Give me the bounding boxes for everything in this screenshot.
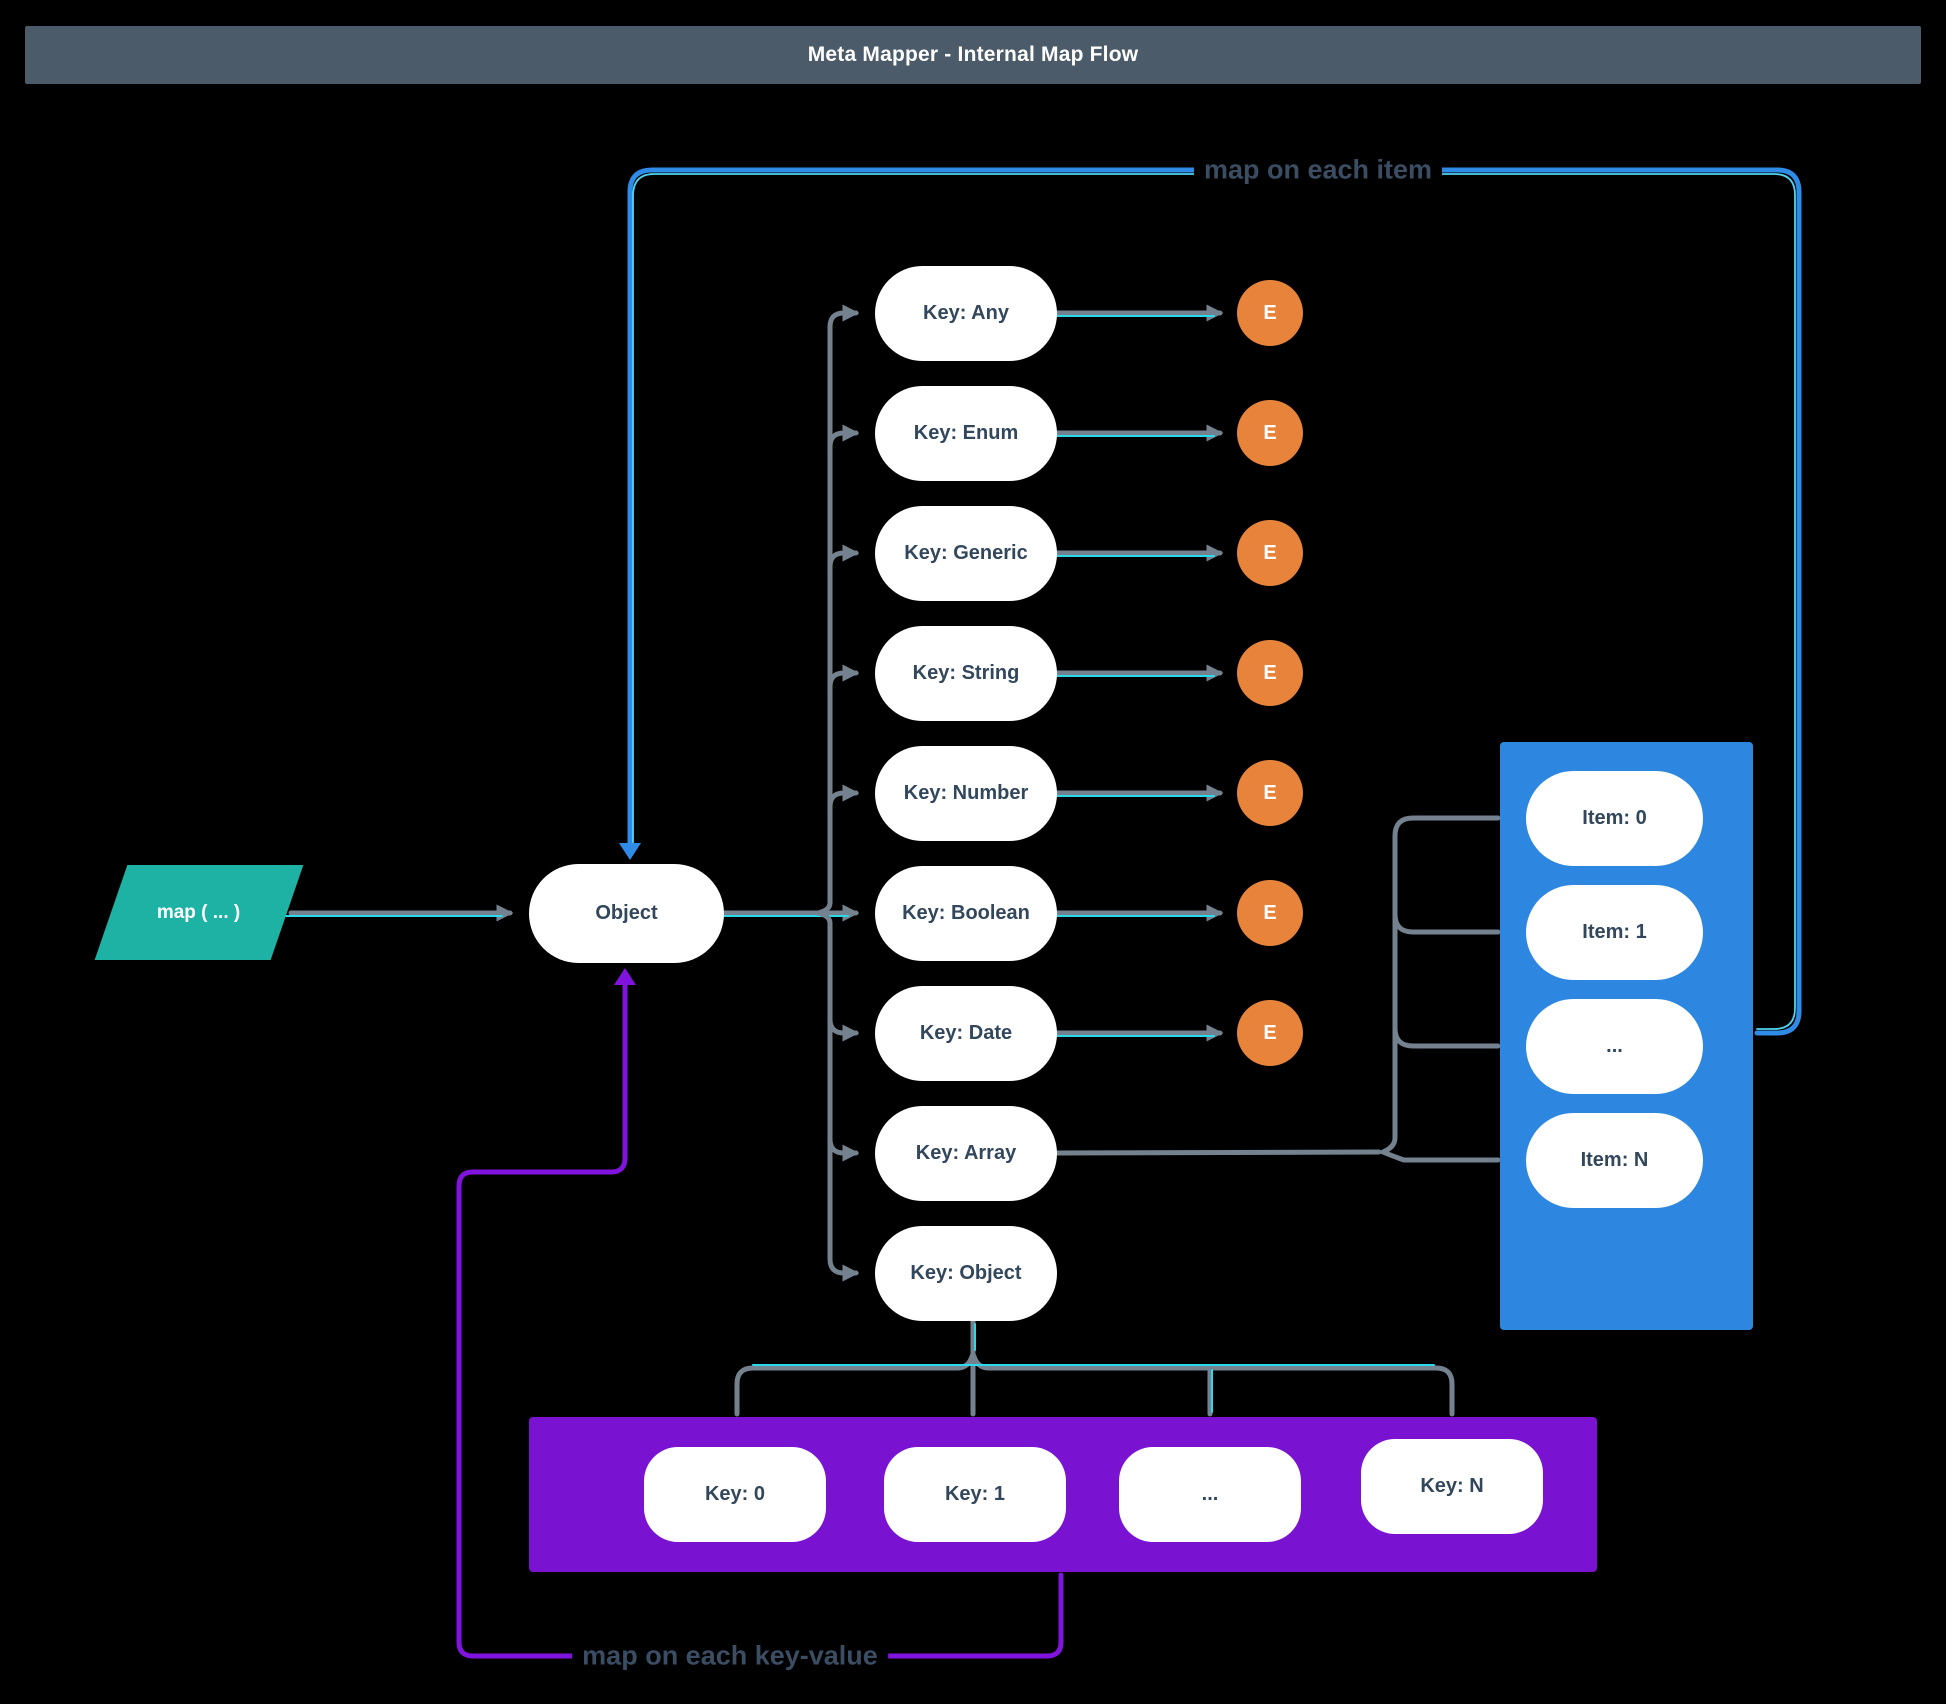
key-node-label: Key: Enum xyxy=(913,422,1019,444)
keyvalue-node-n[interactable]: Key: N xyxy=(1361,1439,1543,1534)
keyvalue-node-label: Key: 0 xyxy=(704,1483,766,1505)
keyvalue-loop-label: map on each key-value xyxy=(572,1638,888,1674)
keyvalue-node-1[interactable]: Key: 1 xyxy=(884,1447,1066,1542)
item-node-0[interactable]: Item: 0 xyxy=(1526,771,1703,866)
wire-array-items xyxy=(1054,1149,1382,1156)
key-stub-1 xyxy=(827,424,860,450)
item-node-1[interactable]: Item: 1 xyxy=(1526,885,1703,980)
page-title: Meta Mapper - Internal Map Flow xyxy=(807,43,1139,66)
endpoint-e[interactable]: E xyxy=(1237,760,1303,826)
item-loop-arrowhead xyxy=(619,843,641,860)
key-brace-spine xyxy=(815,310,847,1276)
endpoint-label: E xyxy=(1263,661,1277,684)
keyvalue-node-ellipsis[interactable]: ... xyxy=(1119,1447,1301,1542)
item-stub-1 xyxy=(1392,911,1501,935)
item-node-label: Item: 1 xyxy=(1582,921,1647,943)
key-stub-7 xyxy=(827,1136,860,1162)
key-node-boolean[interactable]: Key: Boolean xyxy=(875,866,1057,961)
key-node-string[interactable]: Key: String xyxy=(875,626,1057,721)
item-loop-label: map on each item xyxy=(1193,152,1443,188)
endpoint-label: E xyxy=(1263,1021,1277,1044)
endpoint-e[interactable]: E xyxy=(1237,1000,1303,1066)
key-node-enum[interactable]: Key: Enum xyxy=(875,386,1057,481)
key-stub-2 xyxy=(827,544,860,570)
item-node-n[interactable]: Item: N xyxy=(1526,1113,1703,1208)
item-brace-top xyxy=(1380,815,1501,1155)
item-node-label: ... xyxy=(1606,1035,1623,1057)
item-node-ellipsis[interactable]: ... xyxy=(1526,999,1703,1094)
key-stub-6 xyxy=(827,1016,860,1042)
endpoint-e[interactable]: E xyxy=(1237,400,1303,466)
key-node-label: Key: Any xyxy=(923,302,1009,324)
key-node-label: Key: String xyxy=(912,662,1020,684)
endpoint-label: E xyxy=(1263,421,1277,444)
key-node-any[interactable]: Key: Any xyxy=(875,266,1057,361)
key-node-number[interactable]: Key: Number xyxy=(875,746,1057,841)
endpoint-label: E xyxy=(1263,781,1277,804)
item-node-label: Item: N xyxy=(1580,1149,1649,1171)
key-node-label: Key: Array xyxy=(915,1142,1017,1164)
keyvalue-node-label: Key: 1 xyxy=(944,1483,1006,1505)
key-node-date[interactable]: Key: Date xyxy=(875,986,1057,1081)
source-node-map[interactable]: map ( ... ) xyxy=(94,865,304,960)
key-node-label: Key: Generic xyxy=(904,542,1028,564)
item-stub-2 xyxy=(1392,1025,1501,1049)
key-stub-3 xyxy=(827,664,860,690)
item-stub-3 xyxy=(1380,1149,1501,1163)
keyvalue-node-label: ... xyxy=(1201,1483,1219,1505)
endpoint-e[interactable]: E xyxy=(1237,280,1303,346)
endpoint-e[interactable]: E xyxy=(1237,880,1303,946)
key-node-label: Key: Object xyxy=(910,1262,1022,1284)
source-node-label: map ( ... ) xyxy=(157,901,241,923)
item-node-label: Item: 0 xyxy=(1582,807,1647,829)
keyvalue-brace xyxy=(734,1351,1455,1417)
keyvalue-loop-arrowhead xyxy=(614,968,636,985)
keyvalue-node-0[interactable]: Key: 0 xyxy=(644,1447,826,1542)
title-bar: Meta Mapper - Internal Map Flow xyxy=(25,26,1921,84)
key-node-label: Key: Date xyxy=(919,1022,1013,1044)
endpoint-label: E xyxy=(1263,901,1277,924)
key-node-label: Key: Number xyxy=(903,782,1029,804)
key-node-generic[interactable]: Key: Generic xyxy=(875,506,1057,601)
endpoint-label: E xyxy=(1263,301,1277,324)
endpoint-e[interactable]: E xyxy=(1237,520,1303,586)
key-stub-4 xyxy=(827,784,860,810)
endpoint-label: E xyxy=(1263,541,1277,564)
root-node-object[interactable]: Object xyxy=(529,864,724,963)
key-node-array[interactable]: Key: Array xyxy=(875,1106,1057,1201)
keyvalue-node-label: Key: N xyxy=(1420,1475,1484,1497)
endpoint-e[interactable]: E xyxy=(1237,640,1303,706)
key-node-label: Key: Boolean xyxy=(902,902,1030,924)
key-node-object[interactable]: Key: Object xyxy=(875,1226,1057,1321)
root-node-label: Object xyxy=(595,902,658,924)
